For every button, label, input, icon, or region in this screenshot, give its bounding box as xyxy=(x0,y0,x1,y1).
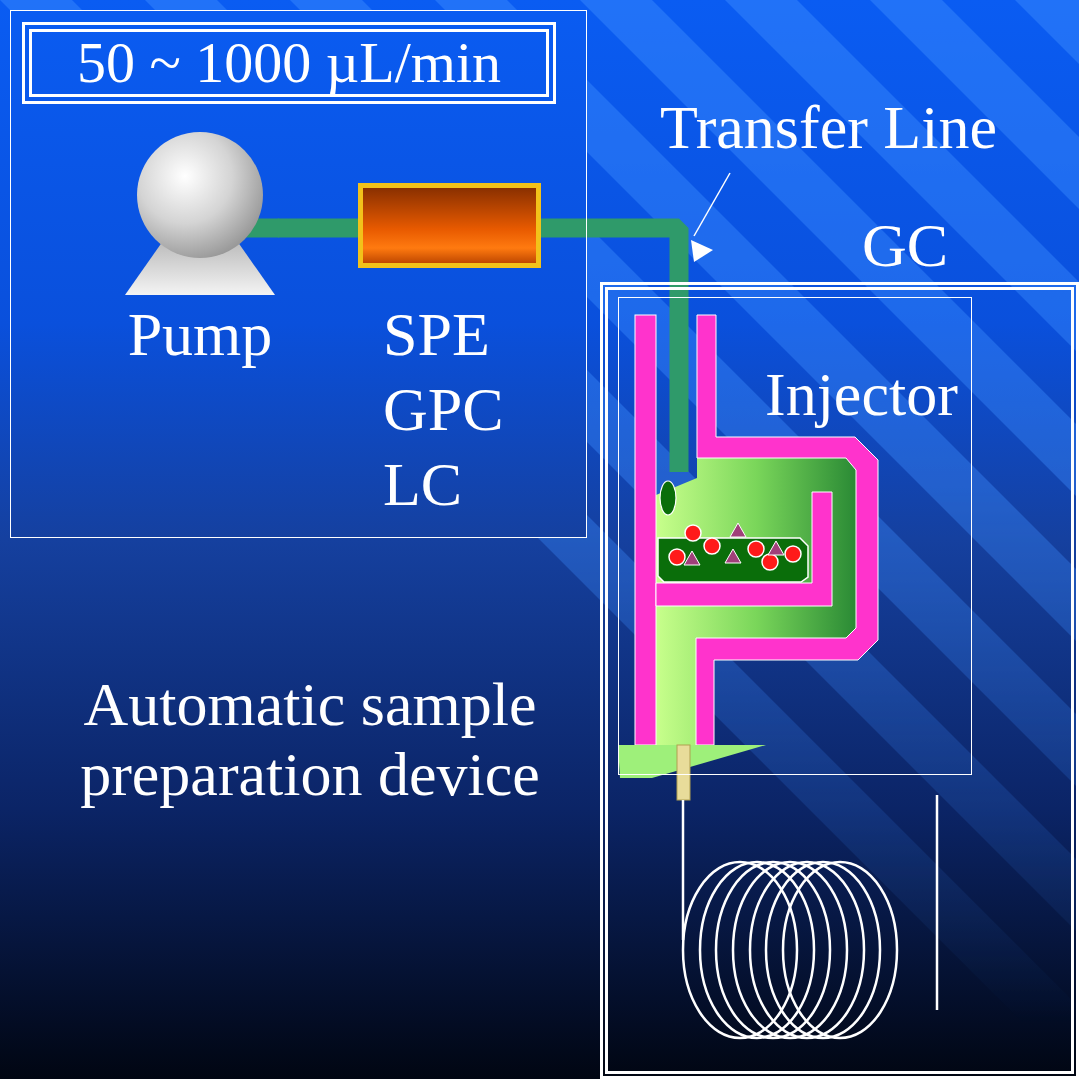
pump-head xyxy=(137,132,263,258)
injector-box: Injector xyxy=(618,297,972,775)
injector-label: Injector xyxy=(765,363,958,425)
pump-label: Pump xyxy=(128,303,273,365)
pump-symbol: Pump xyxy=(122,130,278,296)
callout-label: Transfer Line xyxy=(660,96,997,158)
method-label: LC xyxy=(383,453,462,515)
gc-label: GC xyxy=(862,214,948,276)
transfer-tube-end xyxy=(670,296,689,472)
pump-shape xyxy=(122,130,278,296)
flow-rate: 50 ~ 1000 µL/min xyxy=(77,34,501,92)
column-coil xyxy=(683,795,937,1038)
tubing xyxy=(278,219,358,238)
method-label: SPE xyxy=(383,303,490,365)
method-label: GPC xyxy=(383,378,504,440)
spe-cartridge: SPEGPCLC xyxy=(358,183,541,268)
flow-rate-box: 50 ~ 1000 µL/min xyxy=(22,22,556,104)
device-caption: Automatic sample preparation device xyxy=(50,669,570,809)
gc-housing: GCInjector xyxy=(600,282,1079,1079)
leader-line xyxy=(691,173,730,262)
device-panel: Automatic sample preparation device50 ~ … xyxy=(10,10,587,538)
